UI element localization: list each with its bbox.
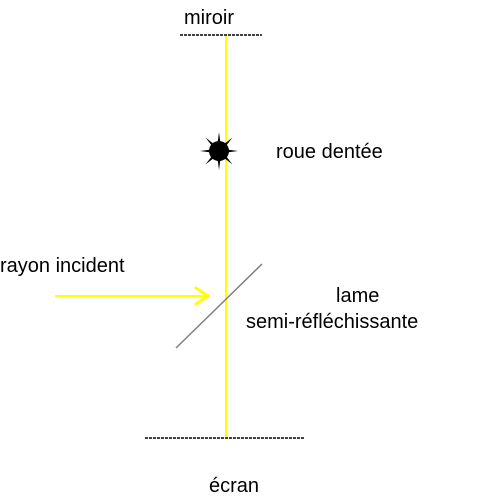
incident-ray-label: rayon incident	[0, 255, 125, 277]
semi-reflecting-plate	[175, 263, 263, 349]
mirror-label: miroir	[184, 7, 234, 29]
toothed-wheel-icon	[200, 132, 238, 170]
toothed-wheel-label: roue dentée	[276, 141, 383, 163]
plate-label-line1: lame	[336, 285, 380, 307]
arrowhead-icon	[194, 286, 210, 306]
screen-label: écran	[209, 475, 260, 497]
plate-label-line2: semi-réfléchissante	[246, 311, 419, 333]
